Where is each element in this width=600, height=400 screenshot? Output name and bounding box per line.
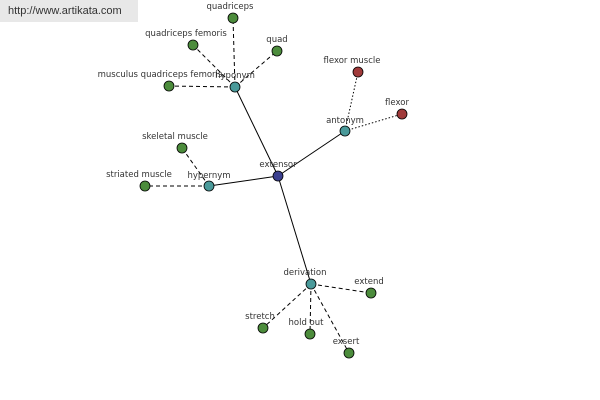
label-hypernym[interactable]: hypernym [187,171,230,181]
node-extensor[interactable] [272,170,284,182]
label-extend[interactable]: extend [354,277,383,287]
edge-extensor-antonym [277,130,346,177]
node-quadriceps-femoris[interactable] [187,39,199,51]
node-antonym[interactable] [339,125,351,137]
label-derivation[interactable]: derivation [283,268,326,278]
label-stretch[interactable]: stretch [245,312,275,322]
edges-layer [145,17,403,354]
edge-hyponym-quadriceps-femoris [192,44,236,88]
node-musculus-quadriceps-femoris[interactable] [163,80,175,92]
node-extend[interactable] [365,287,377,299]
edge-extensor-hypernym [208,175,279,187]
edge-antonym-flexor [344,113,403,132]
node-flexor-muscle[interactable] [352,66,364,78]
edge-derivation-stretch [262,283,312,329]
node-hypernym[interactable] [203,180,215,192]
node-hyponym[interactable] [229,81,241,93]
edge-hyponym-quad [234,50,278,88]
edge-derivation-exsert [310,283,350,354]
watermark-url[interactable]: http://www.artikata.com [0,0,138,22]
edge-derivation-extend [310,283,372,294]
label-skeletal-muscle[interactable]: skeletal muscle [142,132,208,142]
edge-hypernym-skeletal-muscle [181,147,210,187]
label-flexor[interactable]: flexor [385,98,409,108]
node-exsert[interactable] [343,347,355,359]
label-quad[interactable]: quad [266,35,287,45]
label-striated-muscle[interactable]: striated muscle [106,170,172,180]
edge-extensor-derivation [277,175,312,285]
node-skeletal-muscle[interactable] [176,142,188,154]
node-stretch[interactable] [257,322,269,334]
label-antonym[interactable]: antonym [326,116,364,126]
edge-derivation-hold-out [309,283,312,335]
node-striated-muscle[interactable] [139,180,151,192]
label-extensor[interactable]: extensor [259,160,297,170]
label-quadriceps[interactable]: quadriceps [207,2,255,12]
edge-hyponym-musculus-quadriceps-femoris [168,85,236,88]
node-hold-out[interactable] [304,328,316,340]
label-quadriceps-femoris[interactable]: quadriceps femoris [145,29,227,39]
edge-antonym-flexor-muscle [344,71,359,132]
node-flexor[interactable] [396,108,408,120]
node-derivation[interactable] [305,278,317,290]
label-exsert[interactable]: exsert [333,337,360,347]
nodes-layer [139,12,408,359]
edge-extensor-hyponym [234,86,279,177]
label-hyponym[interactable]: hyponym [215,71,255,81]
labels-layer: quadriceps quadriceps femoris quad musculus… [98,2,410,347]
label-flexor-muscle[interactable]: flexor muscle [324,56,381,66]
node-quadriceps[interactable] [227,12,239,24]
label-hold-out[interactable]: hold out [289,318,325,328]
label-musculus-quadriceps-femoris[interactable]: musculus quadriceps femoris [98,70,223,80]
node-quad[interactable] [271,45,283,57]
edge-hyponym-quadriceps [232,17,236,88]
